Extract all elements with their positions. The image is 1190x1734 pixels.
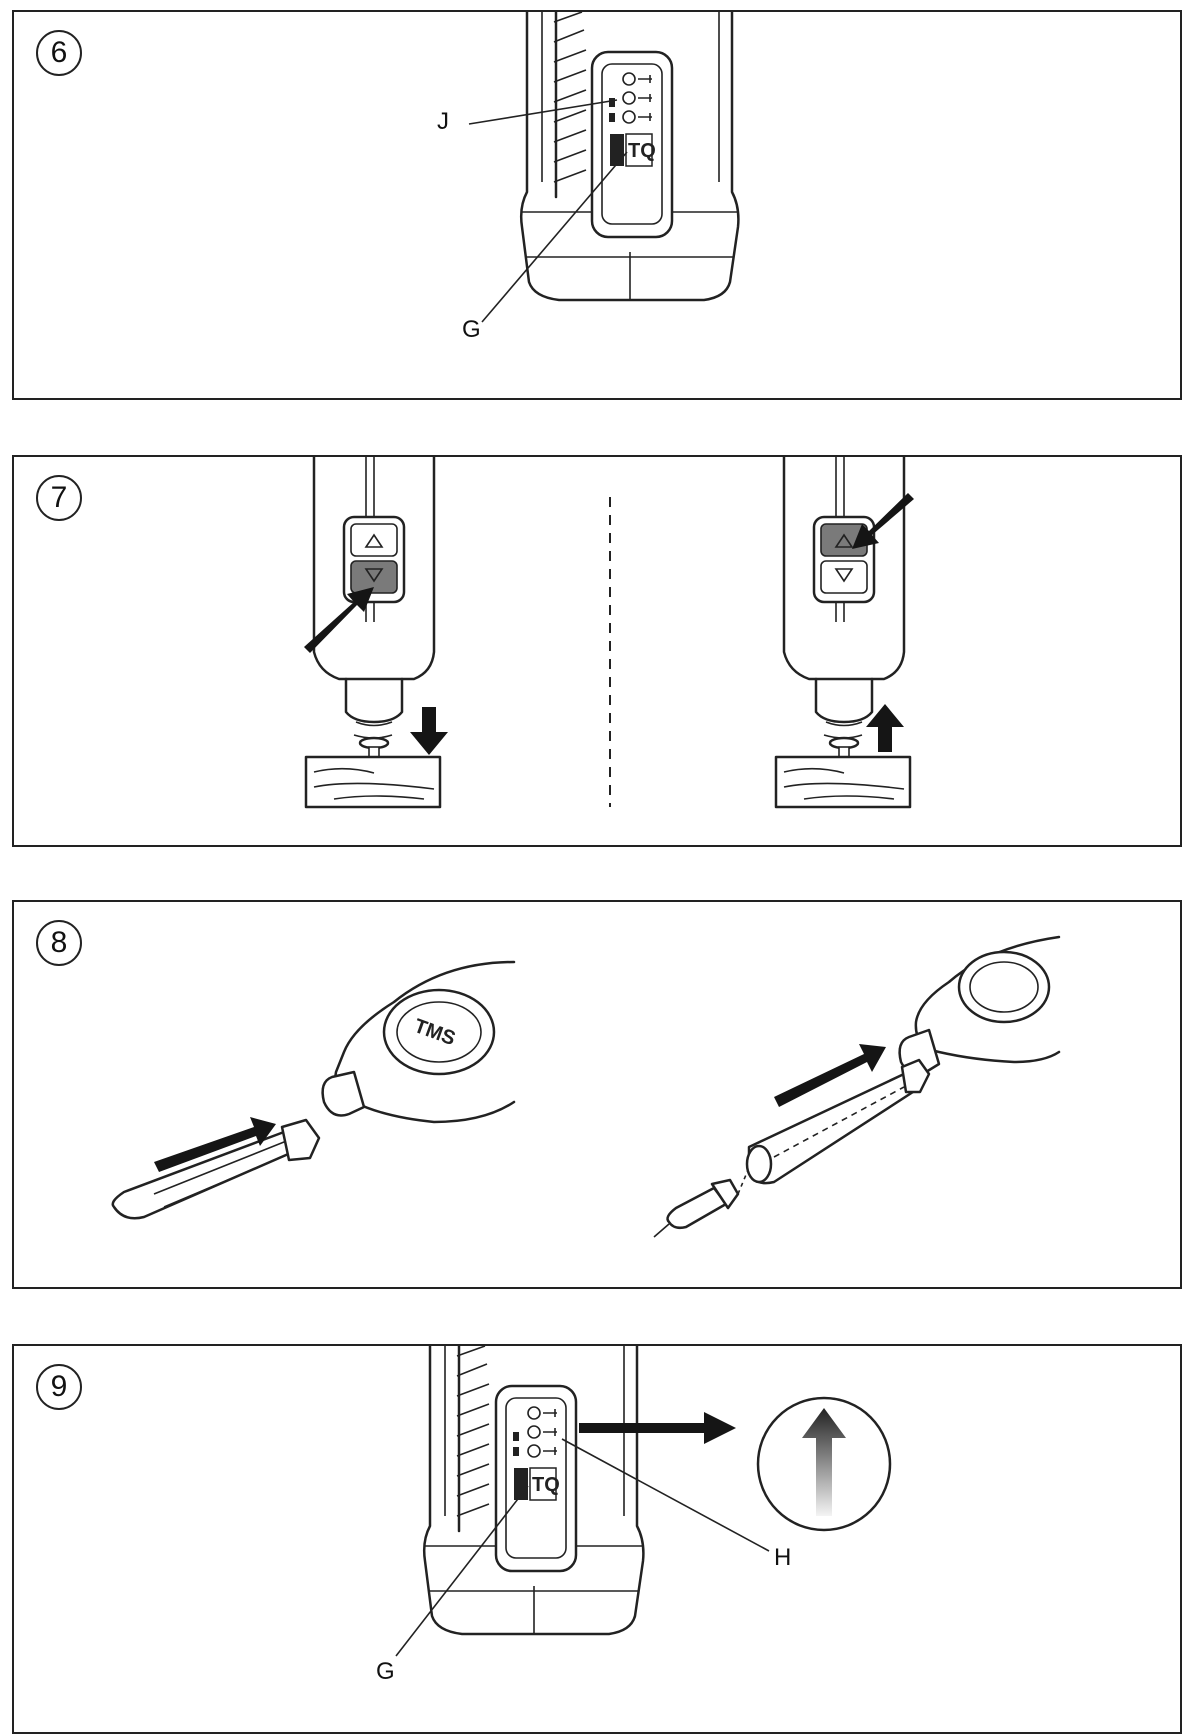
reverse-driving-figure bbox=[304, 457, 448, 809]
step-number: 8 bbox=[36, 920, 82, 966]
step-9-panel: 9 TQ H G bbox=[12, 1344, 1182, 1734]
torque-setting-illustration: TQ bbox=[395, 1346, 892, 1657]
bit-insertion-illustration: TMS bbox=[111, 935, 1061, 1238]
forward-driving-figure bbox=[774, 457, 914, 809]
callout-g: G bbox=[376, 1658, 395, 1685]
torque-badge: TQ bbox=[532, 1474, 560, 1496]
callout-g: G bbox=[462, 316, 481, 343]
step-number: 9 bbox=[36, 1364, 82, 1410]
callout-j: J bbox=[437, 108, 449, 135]
step-number: 7 bbox=[36, 475, 82, 521]
driver-top-view-illustration: TQ bbox=[468, 12, 740, 323]
step-6-panel: 6 TQ J G bbox=[12, 10, 1182, 400]
callout-h: H bbox=[774, 1544, 792, 1571]
step-7-panel: 7 bbox=[12, 455, 1182, 847]
bit-insert-figure: TMS bbox=[111, 960, 516, 1220]
bit-holder-insert-figure bbox=[653, 935, 1061, 1238]
torque-badge: TQ bbox=[628, 140, 656, 162]
up-arrow-icon bbox=[802, 1408, 846, 1516]
direction-switch-illustration bbox=[304, 457, 914, 809]
step-8-panel: 8 TMS bbox=[12, 900, 1182, 1289]
step-number: 6 bbox=[36, 30, 82, 76]
